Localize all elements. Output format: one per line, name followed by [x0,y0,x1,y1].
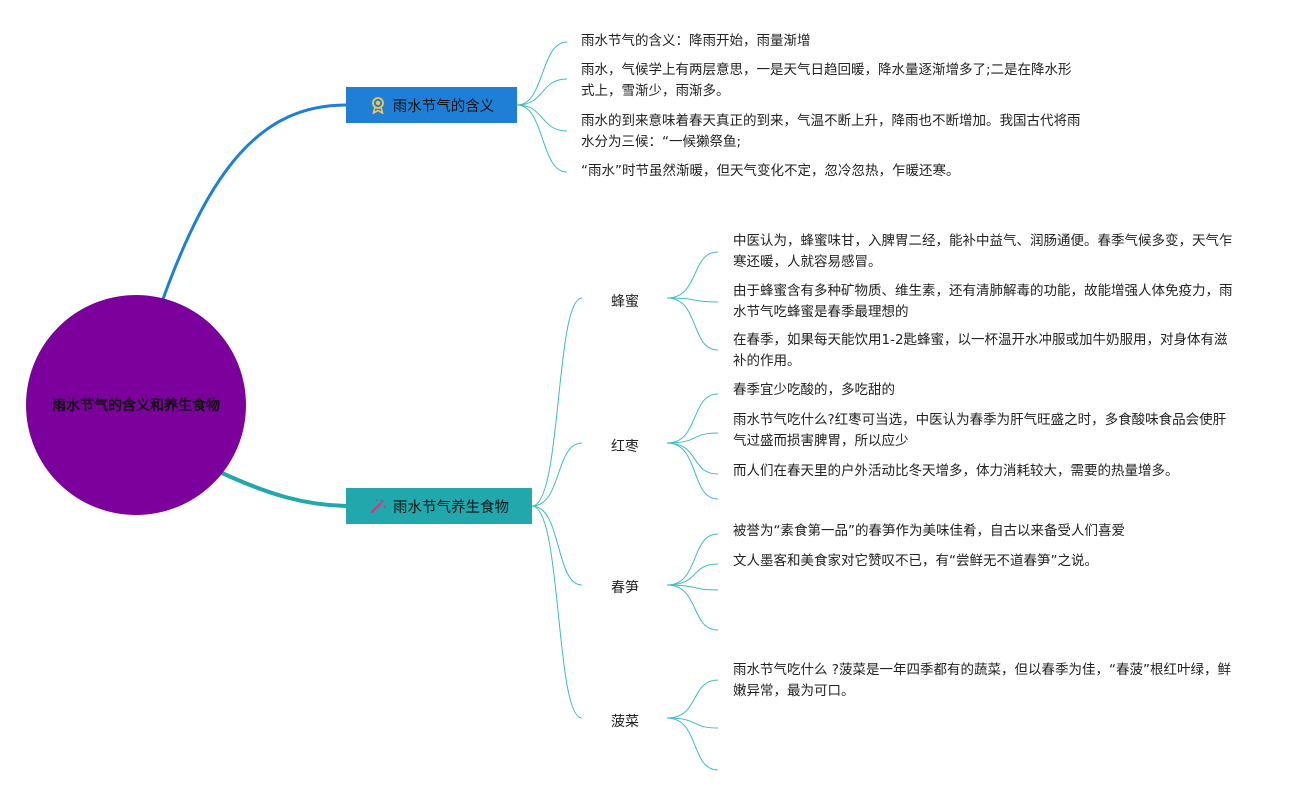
honey-leaf-3[interactable]: 在春季，如果每天能饮用1-2匙蜂蜜，以一杯温开水冲服或加牛奶服用，对身体有滋补的… [733,332,1228,369]
subtopic-bamboo-shoot[interactable]: 春笋 [611,580,639,596]
root-to-branch-1-link [161,103,347,300]
meaning-leaf-2[interactable]: 雨水，气候学上有两层意思，一是天气日趋回暖，降水量逐渐增多了;二是在降水形式上，… [581,62,1072,99]
branch-food-label: 雨水节气养生食物 [393,499,509,516]
bamboo-shoot-leaf-1[interactable]: 被誉为“素食第一品”的春笋作为美味佳肴，自古以来备受人们喜爱 [733,523,1125,539]
meaning-leaf-4[interactable]: “雨水”时节虽然渐暖，但天气变化不定，忽冷忽热，乍暖还寒。 [581,163,960,179]
jujube-leaf-connectors [666,393,719,500]
bamboo-shoot-leaf-2[interactable]: 文人墨客和美食家对它赞叹不已，有“尝鲜无不道春笋”之说。 [733,553,1098,569]
honey-leaf-connectors [666,251,719,351]
spinach-leaf-connectors [666,679,719,771]
jujube-leaf-2[interactable]: 雨水节气吃什么?红枣可当选，中医认为春季为肝气旺盛之时，多食酸味食品会使肝气过盛… [733,412,1227,449]
branch-meaning-node[interactable]: 雨水节气的含义 [346,87,517,123]
jujube-leaf-3[interactable]: 而人们在春天里的户外活动比冬天增多，体力消耗较大，需要的热量增多。 [733,463,1179,479]
honey-leaf-1[interactable]: 中医认为，蜂蜜味甘，入脾胃二经，能补中益气、润肠通便。春季气候多变，天气乍寒还暖… [733,233,1233,270]
bamboo-shoot-leaf-connectors [666,533,719,631]
award-medal-icon [371,97,384,114]
branch-2-subtopic-connectors [531,297,583,719]
magic-wand-icon [370,498,386,514]
branch-1-leaf-connectors [516,41,568,173]
spinach-leaf-1[interactable]: 雨水节气吃什么 ?菠菜是一年四季都有的蔬菜，但以春季为佳，“春菠”根红叶绿，鲜嫩… [733,662,1231,699]
subtopic-jujube[interactable]: 红枣 [611,439,639,455]
honey-leaf-2[interactable]: 由于蜂蜜含有多种矿物质、维生素，还有清肺解毒的功能，故能增强人体免疫力，雨水节气… [733,283,1233,320]
root-to-branch-2-link [221,471,347,508]
root-topic-node[interactable]: 雨水节气的含义和养生食物 [26,295,246,515]
branch-meaning-label: 雨水节气的含义 [392,98,495,115]
jujube-leaf-1[interactable]: 春季宜少吃酸的，多吃甜的 [733,382,895,398]
root-topic-label: 雨水节气的含义和养生食物 [52,398,220,414]
subtopic-honey[interactable]: 蜂蜜 [611,294,639,310]
branch-food-node[interactable]: 雨水节气养生食物 [346,488,532,524]
meaning-leaf-1[interactable]: 雨水节气的含义：降雨开始，雨量渐增 [581,33,811,49]
subtopic-spinach[interactable]: 菠菜 [611,714,639,730]
meaning-leaf-3[interactable]: 雨水的到来意味着春天真正的到来，气温不断上升，降雨也不断增加。我国古代将雨水分为… [581,113,1081,150]
